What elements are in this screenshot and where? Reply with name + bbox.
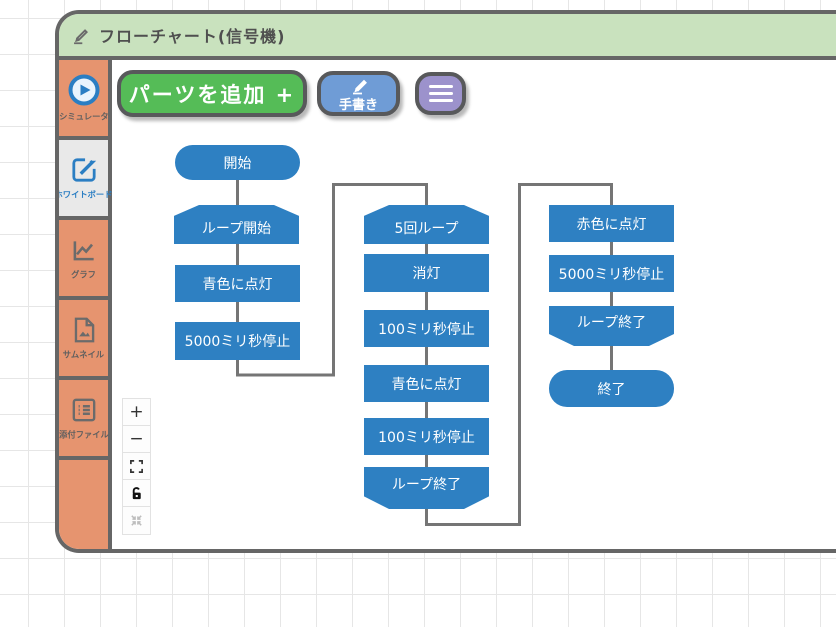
sidebar-tab-label: シミュレータ — [58, 113, 109, 123]
flowchart-node-blue-on[interactable]: 青色に点灯 — [175, 265, 300, 302]
node-label: ループ終了 — [576, 314, 647, 331]
fit-screen-button[interactable] — [123, 453, 150, 480]
zoom-out-button[interactable]: − — [123, 426, 150, 453]
menu-button[interactable] — [415, 72, 466, 115]
flowchart-node-wait-100[interactable]: 100ミリ秒停止 — [364, 310, 489, 347]
lock-open-icon — [129, 486, 144, 501]
edit-title-icon[interactable] — [69, 24, 91, 46]
node-label: 5000ミリ秒停止 — [184, 334, 291, 350]
sidebar-tab-graph[interactable]: グラフ — [59, 220, 108, 300]
node-label: 5000ミリ秒停止 — [558, 266, 665, 283]
node-label: 消灯 — [412, 266, 441, 282]
whiteboard-canvas[interactable]: パーツを追加 + 手書き — [112, 60, 836, 549]
sidebar-tab-label: 添付ファイル — [58, 431, 109, 441]
hamburger-icon — [428, 85, 453, 102]
add-parts-label: パーツを追加 + — [128, 82, 296, 107]
flowchart-node-wait-5000-2[interactable]: 5000ミリ秒停止 — [549, 255, 674, 292]
node-label: 100ミリ秒停止 — [378, 429, 475, 446]
node-label: ループ終了 — [391, 476, 462, 493]
lock-button[interactable] — [123, 480, 150, 507]
sidebar-tab-attachments[interactable]: 添付ファイル — [59, 380, 108, 460]
sidebar-tab-label: グラフ — [71, 271, 96, 281]
fullscreen-icon — [129, 459, 144, 474]
sidebar-tab-simulator[interactable]: シミュレータ — [59, 60, 108, 140]
handwriting-button[interactable]: 手書き — [317, 71, 400, 116]
node-label: 5回ループ — [394, 221, 459, 237]
node-label: 開始 — [223, 155, 252, 172]
collapse-arrows-icon — [129, 513, 144, 528]
zoom-controls: + − — [122, 398, 151, 535]
node-label: 100ミリ秒停止 — [378, 321, 475, 338]
flowchart-node-loop-5x[interactable]: 5回ループ — [364, 205, 489, 244]
flowchart-node-start[interactable]: 開始 — [175, 145, 300, 180]
titlebar: フローチャート(信号機) — [59, 14, 836, 60]
flowchart-node-blue-on-2[interactable]: 青色に点灯 — [364, 365, 489, 402]
collapse-arrows-button[interactable] — [123, 507, 150, 534]
flowchart-node-light-off[interactable]: 消灯 — [364, 254, 489, 292]
list-icon — [69, 395, 99, 425]
flowchart-node-loop-start[interactable]: ループ開始 — [174, 205, 299, 244]
pencil-icon — [347, 75, 371, 97]
node-label: 青色に点灯 — [202, 276, 273, 293]
flowchart-node-red-on[interactable]: 赤色に点灯 — [549, 205, 674, 242]
node-label: ループ開始 — [201, 221, 272, 237]
flowchart-node-wait-100-2[interactable]: 100ミリ秒停止 — [364, 418, 489, 455]
chart-line-icon — [69, 235, 99, 265]
sidebar: シミュレータ ホワイトボード — [59, 60, 112, 549]
handwriting-label: 手書き — [338, 97, 378, 113]
node-label: 赤色に点灯 — [576, 216, 647, 233]
window-body: シミュレータ ホワイトボード — [59, 60, 836, 549]
sidebar-tab-label: サムネイル — [62, 351, 105, 361]
zoom-in-button[interactable]: + — [123, 399, 150, 426]
app-window: フローチャート(信号機) シミュレータ — [55, 10, 836, 553]
add-parts-button[interactable]: パーツを追加 + — [117, 70, 307, 117]
sidebar-tab-whiteboard[interactable]: ホワイトボード — [59, 140, 112, 220]
sidebar-tab-thumbnail[interactable]: サムネイル — [59, 300, 108, 380]
flowchart-node-loop-end[interactable]: ループ終了 — [364, 467, 489, 509]
flowchart-node-wait-5000[interactable]: 5000ミリ秒停止 — [175, 322, 300, 360]
node-label: 終了 — [597, 381, 626, 398]
whiteboard-edit-icon — [69, 155, 99, 185]
window-title: フローチャート(信号機) — [99, 27, 286, 46]
play-icon — [67, 73, 101, 107]
flowchart-node-loop-end-2[interactable]: ループ終了 — [549, 306, 674, 346]
plus-icon: + — [129, 402, 144, 422]
flowchart-node-end[interactable]: 終了 — [549, 370, 674, 407]
sidebar-tab-label: ホワイトボード — [55, 191, 113, 201]
minus-icon: − — [129, 429, 144, 449]
node-label: 青色に点灯 — [391, 376, 462, 393]
thumbnail-document-icon — [69, 315, 99, 345]
